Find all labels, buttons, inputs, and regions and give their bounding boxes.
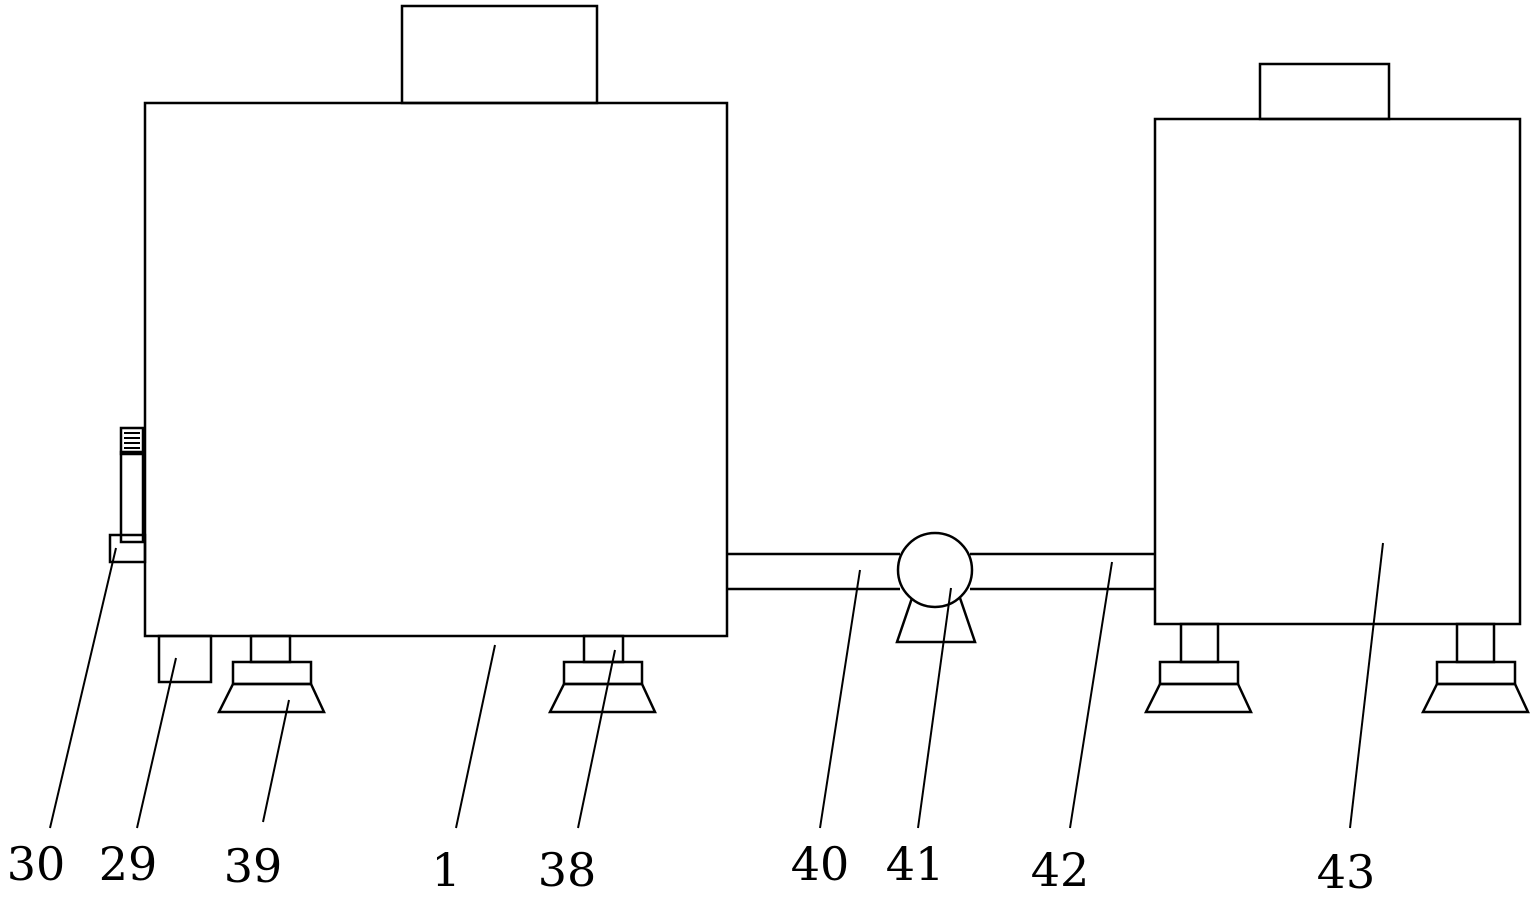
leader-29 [136,657,177,829]
secondary-tank-foot-left [1143,622,1253,714]
leader-1 [455,644,496,829]
leader-lines [49,542,1384,829]
threaded-cap [119,426,145,456]
reference-numerals: 30 29 39 1 38 40 41 42 43 [7,837,1376,899]
main-tank-foot-left [216,634,326,714]
secondary-tank-top-cap [1258,62,1391,121]
label-39: 39 [224,839,283,893]
main-tank-foot-right [547,634,657,714]
main-tank-body [143,101,729,638]
label-1: 1 [431,843,460,897]
secondary-tank-foot-right [1420,622,1530,714]
main-tank [143,4,729,638]
label-38: 38 [538,843,597,897]
leader-42 [1069,561,1113,829]
side-outlet-valve [108,533,147,564]
main-tank-top-cap [400,4,599,105]
pump [895,531,977,644]
connecting-pipe [727,552,1155,591]
vertical-side-pipe [119,450,145,544]
label-30: 30 [7,837,66,891]
label-29: 29 [99,837,158,891]
secondary-tank-body [1153,117,1522,626]
bottom-drain [157,634,213,684]
side-fitting [108,426,213,684]
leader-41 [917,587,952,829]
leader-30 [49,547,117,829]
label-40: 40 [791,837,850,891]
leader-40 [819,569,861,829]
label-41: 41 [886,837,945,891]
leader-39 [262,699,290,823]
secondary-tank [1153,62,1522,626]
label-43: 43 [1317,845,1376,899]
leader-43 [1349,542,1384,829]
label-42: 42 [1031,843,1090,897]
leader-38 [577,649,616,829]
